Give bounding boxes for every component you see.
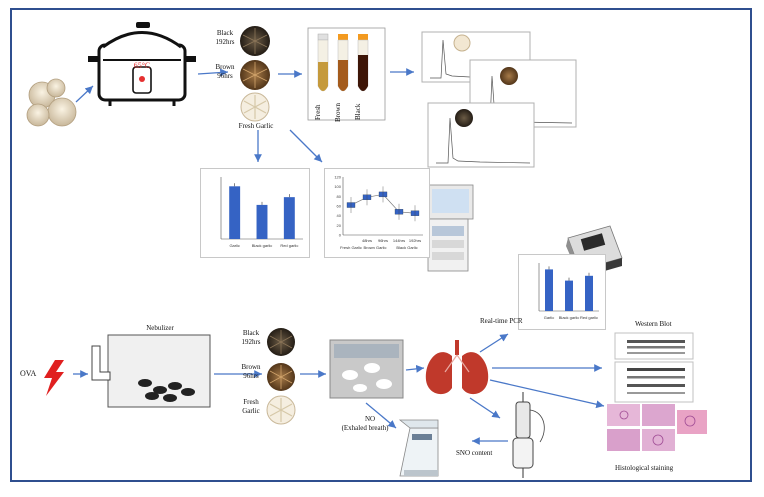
bottom-sample-black-time: 192hrs — [241, 338, 261, 346]
western-blot-label: Western Blot — [635, 320, 672, 328]
y-tick-label: 40 — [337, 213, 342, 218]
y-tick-label: 20 — [337, 223, 342, 228]
tube-label-black: Black — [354, 103, 362, 120]
x-tick-label: Red garlic — [280, 243, 298, 248]
histology-label: Histological staining — [615, 464, 674, 472]
bar — [283, 197, 295, 239]
bottom-sample-fresh-time: Garlic — [242, 407, 260, 415]
x-tick-label: Black garlic — [252, 243, 272, 248]
bar — [565, 280, 573, 311]
fresh-garlic-slice-top — [240, 92, 270, 122]
bottom-sample-brown-time: 96hrs — [243, 372, 259, 380]
histology-images — [607, 404, 707, 451]
top-sample-fresh-name: Fresh Garlic — [238, 122, 274, 130]
x-tick-label: 48hrs — [362, 238, 372, 243]
x-tick-label: Garlic — [544, 315, 554, 320]
bottom-sample-brown-name: Brown — [241, 363, 261, 371]
brown-garlic-slice-top — [240, 60, 270, 90]
bottom-sample-black-name: Black — [242, 329, 260, 337]
bar — [545, 269, 553, 311]
x-group-label: Fresh Garlic — [340, 245, 362, 250]
x-tick-label: Garlic — [229, 243, 239, 248]
top-sample-brown-name: Brown — [215, 63, 235, 71]
x-group-label: Black Garlic — [396, 245, 417, 250]
x-tick-label: 96hrs — [378, 238, 388, 243]
no-analyzer-device — [398, 419, 439, 477]
y-tick-label: 100 — [334, 184, 341, 189]
bottom-sample-fresh-name: Fresh — [243, 398, 259, 406]
brown-garlic-slice-bottom — [267, 363, 295, 391]
western-blot-panels — [614, 332, 694, 403]
y-tick-label: 60 — [337, 204, 342, 209]
garlic-bulbs-image — [26, 78, 77, 127]
chart-enzyme-activity-svg: Garlic Black garlic Red garlic — [220, 177, 303, 248]
bar — [229, 186, 241, 239]
nebulizer-chamber-image — [91, 334, 211, 408]
tube-label-brown: Brown — [334, 102, 342, 122]
rice-cooker-image — [88, 22, 196, 106]
sno-syringe-device — [512, 392, 545, 478]
black-garlic-slice-top — [240, 26, 270, 56]
x-tick-label: Black garlic — [559, 315, 579, 320]
mice-cage-photo — [329, 339, 404, 399]
hplc-instrument-image — [427, 184, 474, 272]
top-sample-brown-time: 96hrs — [217, 72, 233, 80]
bar — [256, 204, 268, 239]
y-tick-label: 120 — [334, 175, 341, 180]
flow-arrows — [73, 68, 605, 445]
x-tick-label: Red garlic — [580, 315, 598, 320]
ova-label: OVA — [20, 369, 37, 378]
cooker-temperature: 65°C — [133, 61, 151, 70]
x-tick-label: 192hrs — [409, 238, 421, 243]
ova-lightning-icon — [44, 360, 64, 396]
x-group-label: Brown Garlic — [364, 245, 387, 250]
chromatogram-panels — [421, 31, 577, 168]
chart-time-course-svg: 0 20 40 60 80 100 120 48hrs 96hrs 144hrs 192hrsFre… — [334, 175, 423, 250]
top-sample-black-name: Black — [216, 29, 234, 37]
lungs-icon — [425, 340, 489, 395]
top-sample-black-time: 192hrs — [215, 38, 235, 46]
black-garlic-slice-bottom — [267, 328, 295, 356]
bar — [585, 275, 593, 311]
pcr-label: Real-time PCR — [480, 317, 523, 325]
figure-frame — [10, 8, 752, 482]
y-tick-label: 80 — [337, 194, 342, 199]
y-tick-label: 0 — [339, 233, 342, 238]
tube-label-fresh: Fresh — [314, 104, 322, 120]
x-tick-label: 144hrs — [393, 238, 405, 243]
fresh-garlic-slice-bottom — [266, 395, 296, 425]
sample-tubes-image — [307, 27, 386, 121]
sno-label: SNO content — [456, 449, 493, 457]
nebulizer-label: Nebulizer — [146, 324, 174, 332]
no-label-line1: NO — [364, 415, 376, 423]
chart-enzyme-activity: Garlic Black garlic Red garlic — [200, 168, 310, 258]
no-label-line2: (Exhaled breath) — [341, 424, 389, 432]
